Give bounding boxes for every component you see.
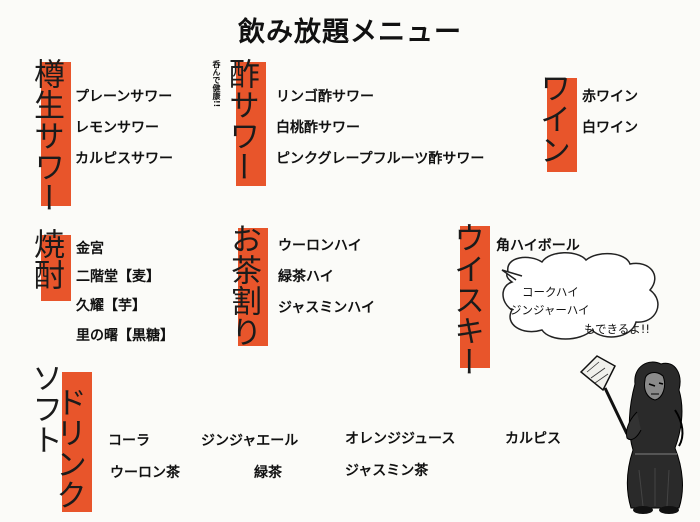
section-title-nama-sour: 樽生サワー bbox=[28, 58, 64, 213]
menu-item: ジャスミンハイ bbox=[278, 300, 376, 316]
menu-item: 里の曙【黒糖】 bbox=[76, 328, 174, 344]
menu-item: プレーンサワー bbox=[75, 89, 173, 105]
menu-item: カルピス bbox=[505, 431, 561, 447]
section-note-su-sour: 呑んで健康!! bbox=[212, 60, 221, 108]
section-bar-shochu bbox=[41, 235, 71, 301]
section-title-soft-drink-top: ソフト bbox=[26, 362, 62, 455]
section-title-shochu: 焼酎 bbox=[28, 228, 64, 290]
menu-item: 久耀【芋】 bbox=[76, 298, 146, 314]
section-bar-whisky bbox=[460, 226, 490, 368]
menu-item: コーラ bbox=[108, 433, 150, 449]
menu-item: 緑茶ハイ bbox=[278, 269, 334, 285]
section-bar-wine bbox=[547, 78, 577, 172]
menu-item: 角ハイボール bbox=[496, 238, 580, 254]
hooded-character-illustration bbox=[579, 355, 684, 514]
section-title-ocha-wari: お茶割り bbox=[225, 223, 261, 347]
section-bar-nama-sour bbox=[41, 62, 71, 206]
menu-item: 白桃酢サワー bbox=[276, 120, 360, 136]
menu-item: 白ワイン bbox=[582, 120, 638, 136]
section-title-soft-drink-bottom: ドリンク bbox=[50, 386, 86, 510]
menu-item: ジャスミン茶 bbox=[345, 463, 429, 479]
menu-item: レモンサワー bbox=[75, 120, 159, 136]
section-bar-soft-drink bbox=[62, 372, 92, 512]
page-title: 飲み放題メニュー bbox=[238, 17, 462, 48]
menu-item: 二階堂【麦】 bbox=[76, 269, 160, 285]
bubble-line: もできるよ!! bbox=[584, 322, 651, 336]
section-title-su-sour: 酢サワー bbox=[223, 58, 259, 182]
menu-item: カルピスサワー bbox=[75, 151, 173, 167]
bubble-line: ジンジャーハイ bbox=[510, 303, 590, 317]
menu-item: 金宮 bbox=[76, 241, 104, 257]
bubble-line: コークハイ bbox=[522, 285, 579, 299]
menu-item: 緑茶 bbox=[254, 465, 282, 481]
menu-item: ウーロン茶 bbox=[110, 465, 180, 481]
menu-item: オレンジジュース bbox=[345, 431, 456, 447]
menu-item: ウーロンハイ bbox=[278, 238, 362, 254]
menu-item: ジンジャエール bbox=[201, 433, 299, 449]
menu-item: リンゴ酢サワー bbox=[276, 89, 374, 105]
menu-item: 赤ワイン bbox=[582, 89, 638, 105]
section-bar-su-sour bbox=[236, 62, 266, 186]
menu-item: ピンクグレープフルーツ酢サワー bbox=[276, 151, 485, 167]
speech-bubble bbox=[501, 252, 659, 340]
section-bar-ocha-wari bbox=[238, 228, 268, 346]
section-title-wine: ワイン bbox=[534, 72, 570, 165]
section-title-whisky: ウイスキー bbox=[448, 222, 484, 377]
